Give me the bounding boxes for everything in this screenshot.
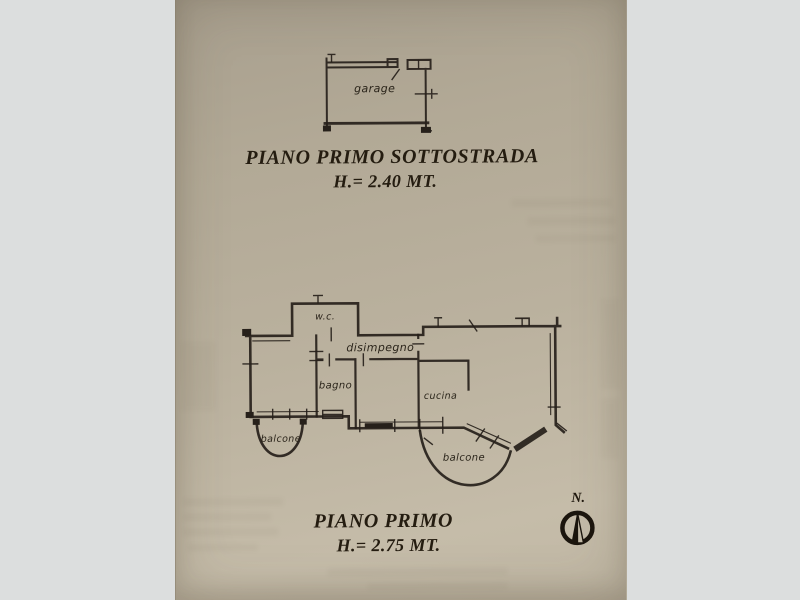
room-label-balcone-left: balcone <box>261 434 301 445</box>
garage-walls <box>325 57 432 132</box>
window-wall-inner-lines <box>252 333 552 444</box>
wall-caps <box>242 328 393 429</box>
document-photo: garage <box>175 0 627 600</box>
upper-floor-height-note: H.= 2.40 MT. <box>333 170 438 192</box>
garage-plan: garage <box>322 53 438 133</box>
garage-wall-south <box>323 121 430 125</box>
room-label-garage: garage <box>354 82 395 95</box>
upper-floor-title: PIANO PRIMO SOTTOSTRADA <box>245 145 539 169</box>
compass-needle-light-half <box>576 511 585 544</box>
north-compass: N. <box>560 491 595 546</box>
floorplan-drawing: garage <box>242 53 595 546</box>
window-sill <box>364 423 393 429</box>
compass-needle-dark-half <box>571 511 578 543</box>
paper-content: garage <box>174 0 628 600</box>
garage-wall-foot <box>420 126 431 133</box>
room-label-balcone-right: balcone <box>443 452 485 463</box>
exterior-walls <box>244 301 566 451</box>
balcony-post <box>299 418 307 425</box>
wall-cap <box>245 411 254 418</box>
interior-walls <box>315 333 470 430</box>
chimney-symbol <box>515 317 530 327</box>
room-label-disimpegno: disimpegno <box>346 341 414 354</box>
main-floor-title: PIANO PRIMO <box>313 509 454 533</box>
balcony-left-arc <box>255 423 305 458</box>
wall-cap <box>242 328 252 336</box>
compass-north-label: N. <box>570 491 585 506</box>
bagno-window <box>321 409 344 420</box>
room-label-cucina: cucina <box>424 391 457 402</box>
main-floor-height-note: H.= 2.75 MT. <box>336 534 441 556</box>
balcony-post <box>252 418 260 425</box>
door-window-ticks <box>242 294 568 449</box>
room-label-bagno: bagno <box>319 380 352 391</box>
piano-primo-plan: w.c. disimpegno bagno cucina balcone bal… <box>242 294 568 487</box>
diagonal-solid-wall <box>513 426 548 452</box>
garage-wall-foot <box>322 125 331 132</box>
balcony-right-arc <box>418 429 513 487</box>
room-label-wc: w.c. <box>315 311 335 322</box>
garage-ticks <box>327 53 438 132</box>
